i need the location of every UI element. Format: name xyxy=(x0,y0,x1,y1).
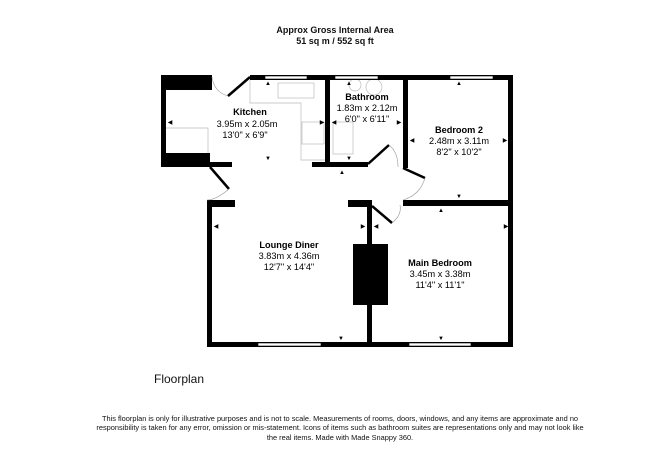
room-imperial: 11'4" x 11'1" xyxy=(415,280,464,290)
window xyxy=(408,342,472,347)
room-metric: 3.45m x 3.38m xyxy=(410,269,471,279)
svg-text:▼: ▼ xyxy=(456,194,462,200)
room-metric: 3.83m x 4.36m xyxy=(259,251,320,261)
window xyxy=(449,75,494,80)
room-main-bedroom: Main Bedroom 3.45m x 3.38m 11'4" x 11'1" xyxy=(408,258,472,290)
room-name: Kitchen xyxy=(233,107,267,117)
sink-icon xyxy=(277,82,315,99)
svg-text:▶: ▶ xyxy=(361,224,366,230)
svg-text:◀: ◀ xyxy=(410,138,415,144)
doors xyxy=(209,76,426,224)
svg-text:▲: ▲ xyxy=(346,81,352,87)
svg-text:▲: ▲ xyxy=(438,208,444,214)
kitchen-worktop xyxy=(249,80,325,161)
room-lounge-diner: Lounge Diner 3.83m x 4.36m 12'7" x 14'4" xyxy=(259,240,320,272)
svg-text:▶: ▶ xyxy=(397,120,402,126)
door xyxy=(367,144,390,165)
svg-text:▲: ▲ xyxy=(456,81,462,87)
room-name: Lounge Diner xyxy=(259,240,319,250)
door xyxy=(402,166,426,180)
window xyxy=(334,75,379,80)
kitchen-unit xyxy=(166,127,209,153)
svg-text:▼: ▼ xyxy=(346,156,352,162)
room-kitchen: Kitchen 3.95m x 2.05m 13'0" x 6'9" xyxy=(217,107,278,140)
windows xyxy=(257,75,494,347)
svg-text:▶: ▶ xyxy=(504,224,509,230)
room-bedroom-2: Bedroom 2 2.48m x 3.11m 8'2" x 10'2" xyxy=(429,125,489,157)
room-name: Bedroom 2 xyxy=(435,125,483,135)
bath-icon xyxy=(332,121,354,155)
room-imperial: 8'2" x 10'2" xyxy=(436,147,481,157)
room-metric: 1.83m x 2.12m xyxy=(337,103,398,113)
room-imperial: 6'0" x 6'11" xyxy=(345,114,390,124)
room-imperial: 13'0" x 6'9" xyxy=(222,130,267,140)
svg-text:▲: ▲ xyxy=(339,170,345,176)
area-value: 51 sq m / 552 sq ft xyxy=(296,36,374,46)
chimney-breast xyxy=(353,244,388,305)
room-metric: 2.48m x 3.11m xyxy=(429,136,489,146)
walls xyxy=(161,75,513,347)
window xyxy=(257,342,322,347)
svg-text:▼: ▼ xyxy=(338,336,344,342)
svg-text:◀: ◀ xyxy=(374,224,379,230)
svg-text:▶: ▶ xyxy=(320,120,325,126)
door xyxy=(371,205,393,224)
window xyxy=(264,75,308,80)
svg-text:▶: ▶ xyxy=(503,138,508,144)
door xyxy=(209,166,230,190)
fixtures xyxy=(166,78,383,161)
disclaimer: This floorplan is only for illustrative … xyxy=(96,414,584,442)
svg-text:◀: ◀ xyxy=(214,224,219,230)
svg-text:▲: ▲ xyxy=(265,81,271,87)
room-bathroom: Bathroom 1.83m x 2.12m 6'0" x 6'11" xyxy=(337,92,398,124)
door xyxy=(227,76,251,97)
svg-text:▼: ▼ xyxy=(438,336,444,342)
room-name: Main Bedroom xyxy=(408,258,472,268)
room-name: Bathroom xyxy=(345,92,388,102)
svg-text:◀: ◀ xyxy=(168,120,173,126)
hob-icon xyxy=(301,121,325,145)
room-metric: 3.95m x 2.05m xyxy=(217,119,278,129)
room-imperial: 12'7" x 14'4" xyxy=(264,262,314,272)
svg-text:◀: ◀ xyxy=(332,120,337,126)
area-title: Approx Gross Internal Area xyxy=(276,25,394,35)
svg-text:▼: ▼ xyxy=(265,156,271,162)
floor-label: Floorplan xyxy=(154,372,205,386)
dimension-markers: ▲ ▼ ◀ ▶ ▲ ▼ ◀ ▶ ▲ ▼ ◀ ▶ ▲ ▼ ◀ ▶ ▲ ▼ ◀ ▶ xyxy=(168,81,509,342)
